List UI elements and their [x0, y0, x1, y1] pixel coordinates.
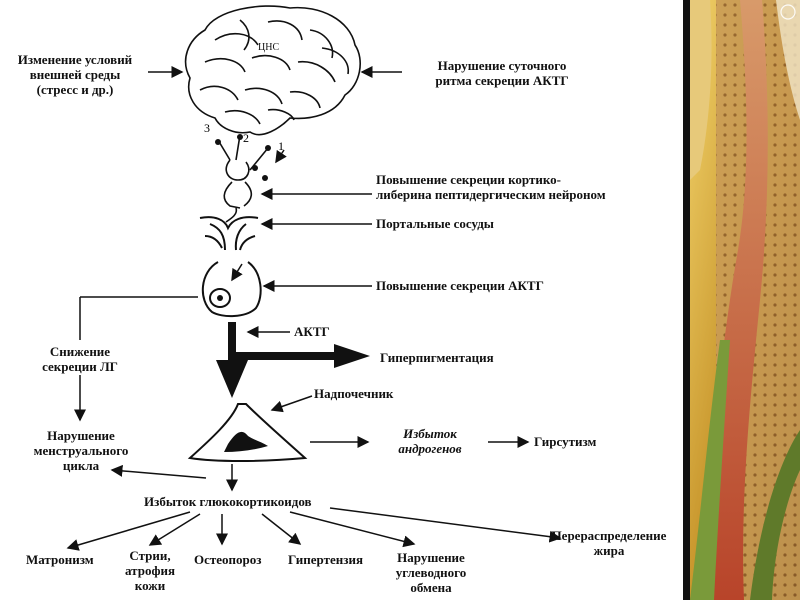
label-matronism: Матронизм	[26, 552, 94, 567]
label-portal-vessels: Портальные сосуды	[376, 216, 494, 231]
label-environment-change: Изменение условий внешней среды (стресс …	[17, 52, 133, 97]
label-lh-decrease: Снижение секреции ЛГ	[42, 344, 118, 374]
label-acth-increase: Повышение секреции АКТГ	[376, 278, 544, 293]
label-acth: АКТГ	[294, 324, 330, 339]
divider-bar	[683, 0, 691, 600]
label-androgen-excess: Избыток андрогенов	[398, 426, 462, 456]
label-hypertension: Гипертензия	[288, 552, 363, 567]
label-hyperpigmentation: Гиперпигментация	[380, 350, 494, 365]
label-hirsutism: Гирсутизм	[534, 434, 597, 449]
label-rhythm-disruption: Нарушение суточного ритма секреции АКТГ	[435, 58, 569, 88]
decorative-side-panel	[690, 0, 800, 600]
adrenal-gland	[187, 403, 308, 462]
label-glucocorticoid-excess: Избыток глюкокортикоидов	[144, 494, 312, 509]
neuron-number-3: 3	[204, 121, 210, 135]
label-carbohydrate-disorder: Нарушение углеводного обмена	[395, 550, 467, 595]
acth-main-arrow	[216, 322, 370, 398]
label-osteoporosis: Остеопороз	[194, 552, 262, 567]
label-crh-secretion: Повышение секреции кортико- либерина пеп…	[376, 172, 606, 202]
pituitary-cell	[201, 261, 262, 318]
feedback-lines	[74, 296, 198, 422]
label-fat-redistribution: Перераспределение жира	[551, 528, 667, 558]
arrows	[66, 66, 562, 551]
hypothalamus-neurons	[217, 134, 269, 223]
portal-vessels	[199, 216, 259, 251]
neuron-number-2: 2	[243, 131, 249, 145]
label-striae: Стрии, атрофия кожи	[125, 548, 175, 593]
cns-label: ЦНС	[258, 42, 279, 53]
label-menstrual-disorder: Нарушение менструального цикла	[33, 428, 129, 473]
brain-illustration	[184, 5, 361, 136]
neuron-number-1: 1	[278, 139, 284, 153]
label-adrenal: Надпочечник	[314, 386, 394, 401]
